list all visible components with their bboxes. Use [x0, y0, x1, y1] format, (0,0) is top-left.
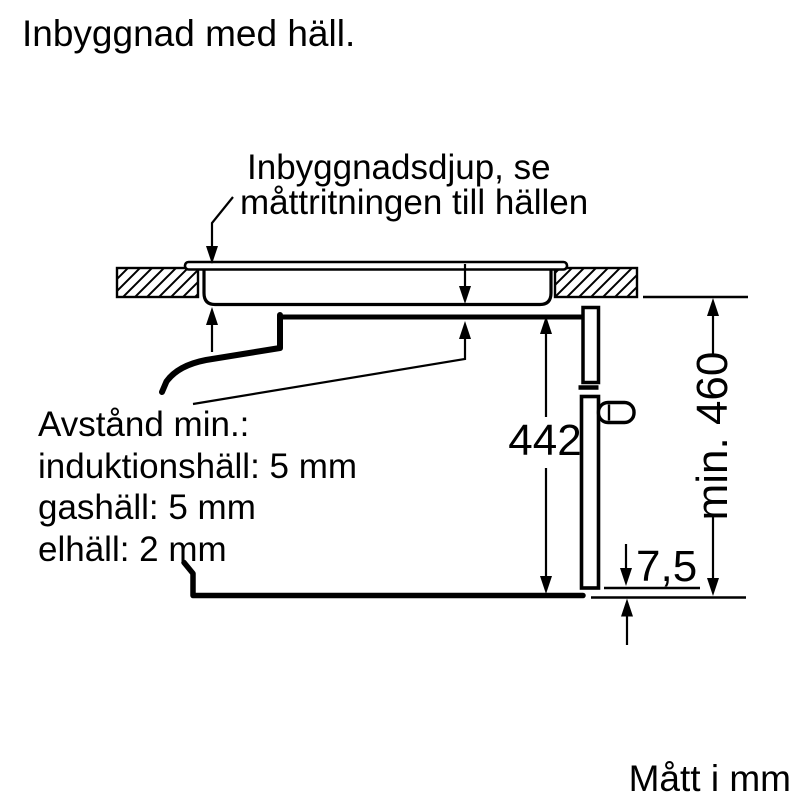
- clearance-leader-line: [192, 338, 467, 406]
- worktop-right-section: [553, 266, 639, 299]
- hob-depth-leader-line: [210, 196, 234, 248]
- hob-depth-arrow-up: [206, 307, 218, 325]
- dim-75-arrow-down: [620, 568, 632, 586]
- units-note: Mått i mm: [628, 758, 791, 799]
- oven-control-panel: [581, 305, 601, 385]
- clearance-note-title: Avstånd min.:: [38, 405, 250, 444]
- clearance-arrow-down: [459, 286, 471, 304]
- dim-460-arrow-down: [707, 578, 719, 596]
- worktop-left-section: [115, 266, 200, 299]
- oven-door: [579, 394, 601, 590]
- dim-7-5-value: 7,5: [636, 542, 698, 591]
- hob-depth-label-line2: måttritningen till hällen: [240, 183, 589, 222]
- clearance-note-line: elhäll: 2 mm: [38, 529, 227, 569]
- dim-75-arrow-up: [621, 598, 633, 617]
- clearance-note: Avstånd min.: induktionshäll: 5 mm gashä…: [38, 404, 357, 570]
- oven-rear-break-line: [159, 312, 283, 395]
- oven-bottom-line: [181, 559, 586, 599]
- dim-442-arrow-down: [540, 576, 552, 594]
- hob-top-plate: [183, 260, 569, 271]
- dim-442-value: 442: [508, 416, 582, 465]
- oven-door-handle: [596, 400, 636, 425]
- hob-depth-arrow-down: [206, 246, 218, 264]
- clearance-note-line: induktionshäll: 5 mm: [38, 446, 358, 486]
- dim-460-arrow-up: [707, 298, 719, 316]
- dim-min-460-value: min. 460: [688, 351, 737, 521]
- hob-tub: [202, 264, 553, 307]
- clearance-arrow-up: [459, 321, 471, 339]
- page-title: Inbyggnad med häll.: [22, 13, 356, 54]
- clearance-note-line: gashäll: 5 mm: [38, 488, 256, 527]
- dim-442-arrow-up: [540, 316, 552, 334]
- hob-depth-label-line1: Inbyggnadsdjup, se: [247, 148, 551, 187]
